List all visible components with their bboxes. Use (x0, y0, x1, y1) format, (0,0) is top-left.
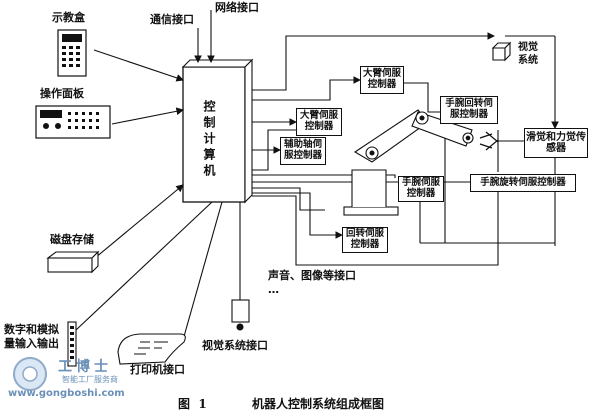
wrist-rotate-servo-box: 手腕回转伺服控制器 (440, 96, 498, 124)
network-port-label: 网络接口 (215, 1, 259, 14)
watermark-logo-icon (13, 357, 47, 391)
comm-port-label: 通信接口 (150, 13, 194, 26)
slide-force-sensor-box: 滑觉和力觉传感器 (524, 128, 588, 158)
display-box-label: 示教盒 (52, 11, 85, 24)
disk-storage-label: 磁盘存储 (50, 233, 94, 246)
aux-axis-servo-box: 辅助轴伺服控制器 (280, 137, 326, 165)
vision-system-label-1: 视觉 (518, 42, 538, 53)
control-computer-box (182, 66, 246, 203)
vision-port-label: 视觉系统接口 (202, 339, 268, 352)
teach-pendant-icon (57, 29, 87, 77)
printer-port-label: 打印机接口 (130, 363, 185, 376)
wrist-spin-servo-box: 手腕旋转伺服控制器 (470, 174, 576, 192)
io-connector-icon (70, 326, 74, 359)
base-rotate-servo-box: 回转伺服控制器 (342, 227, 388, 253)
digital-analog-io-label-1: 数字和模拟 (4, 323, 59, 336)
digital-analog-io-label-2: 量输入输出 (4, 337, 59, 350)
ellipsis-label: … (268, 283, 279, 296)
operation-panel-icon (35, 105, 111, 139)
figure-number: 图 1 (178, 397, 207, 411)
watermark-brand: 工博士 (58, 359, 112, 375)
watermark-slogan: 智能工厂服务商 (62, 375, 118, 384)
upper-arm-servo-box: 大臂伺服控制器 (296, 108, 342, 136)
watermark-url: www.gongboshi.com (8, 388, 125, 399)
figure-title: 机器人控制系统组成框图 (252, 397, 385, 411)
sound-image-port-label: 声音、图像等接口 (268, 269, 356, 282)
vision-system-label-2: 系统 (518, 55, 538, 66)
wrist-servo-box: 手腕伺服控制器 (398, 176, 444, 202)
control-computer-label: 控制计算机 (202, 100, 216, 180)
printer-icon (134, 341, 168, 355)
operation-panel-label: 操作面板 (40, 87, 84, 100)
upper-arm-servo-top-box: 大臂伺服控制器 (360, 66, 404, 94)
